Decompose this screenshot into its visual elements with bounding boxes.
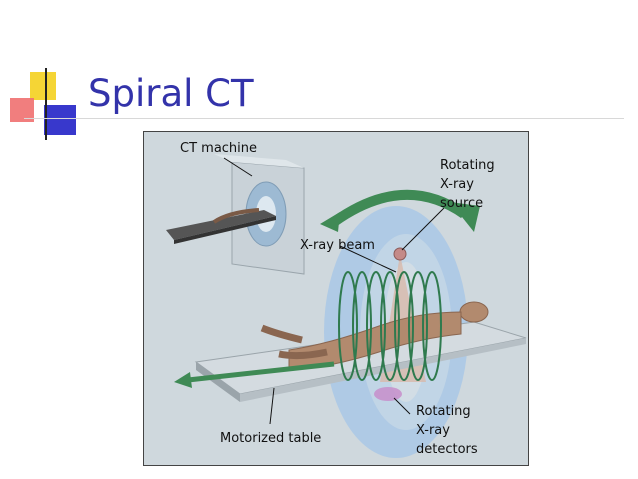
small-ct-machine (166, 154, 305, 275)
deco-blue-square (44, 105, 76, 135)
spiral-path (338, 271, 442, 381)
label-motorized-table: Motorized table (220, 431, 322, 446)
leader-xray-source (401, 207, 445, 251)
title-rule (24, 118, 624, 119)
leader-detectors (393, 397, 411, 415)
deco-vertical-line (45, 68, 47, 140)
xray-source (393, 247, 407, 261)
label-xray-beam: X-ray beam (300, 238, 375, 253)
rotation-arrow-tail (320, 212, 340, 232)
label-ct-machine: CT machine (180, 141, 258, 156)
table-motion-arrow-head (174, 372, 192, 388)
label-rotating-xray-detectors: Rotating X-ray detectors (416, 404, 478, 457)
rotation-arrow-head (450, 202, 480, 232)
label-rotating-xray-source: Rotating X-ray source (440, 158, 495, 211)
spiral-ct-illustration (166, 154, 527, 458)
leader-motorized-table (269, 387, 275, 425)
deco-yellow-square (30, 72, 56, 100)
rotation-arrow (331, 189, 467, 227)
spiral-ct-figure: CT machine Rotating X-ray source X-ray b… (143, 131, 529, 466)
patient-figure (260, 301, 489, 371)
xray-detectors (374, 387, 402, 401)
table-motion-arrow (187, 361, 335, 383)
leader-xray-beam (339, 245, 397, 273)
leader-ct-machine (223, 157, 253, 177)
slide-title: Spiral CT (88, 72, 254, 115)
